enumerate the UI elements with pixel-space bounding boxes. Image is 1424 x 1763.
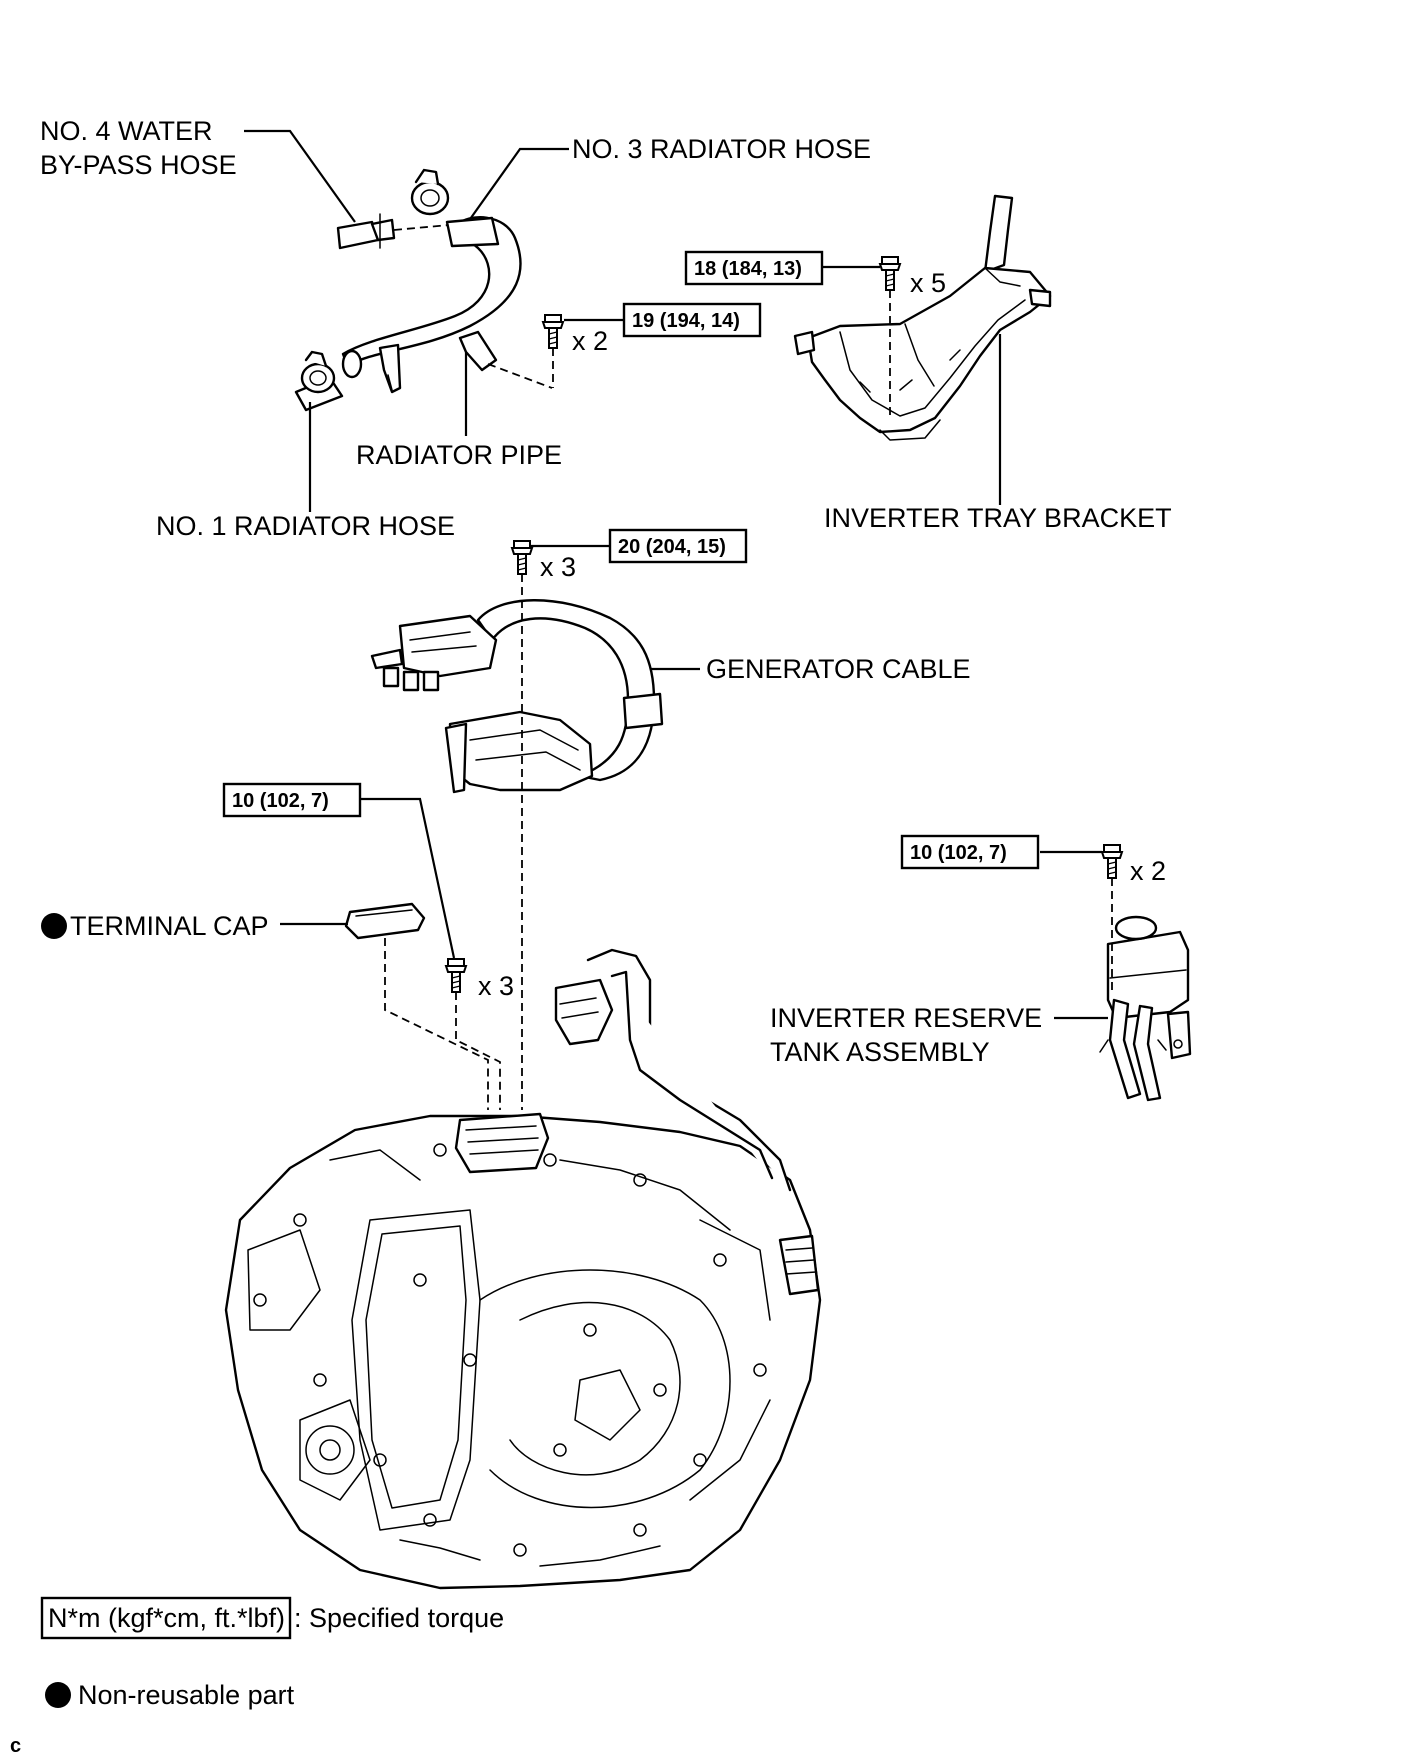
torque-box-inverter-bracket: 18 (184, 13) — [684, 250, 824, 286]
label-no3-radiator-hose: NO. 3 RADIATOR HOSE — [467, 134, 871, 223]
svg-text:x 2: x 2 — [1130, 856, 1166, 886]
svg-text:20 (204, 15): 20 (204, 15) — [618, 536, 726, 558]
svg-text:BY-PASS HOSE: BY-PASS HOSE — [40, 150, 237, 180]
svg-text:RADIATOR PIPE: RADIATOR PIPE — [356, 440, 562, 470]
label-generator-cable: GENERATOR CABLE — [650, 654, 971, 684]
label-radiator-pipe: RADIATOR PIPE — [356, 352, 562, 470]
label-inverter-reserve-tank: INVERTER RESERVE TANK ASSEMBLY — [770, 1003, 1108, 1067]
svg-text:GENERATOR CABLE: GENERATOR CABLE — [706, 654, 971, 684]
svg-text:: Specified torque: : Specified torque — [294, 1603, 504, 1633]
svg-text:18 (184, 13): 18 (184, 13) — [694, 258, 802, 280]
svg-text:TANK ASSEMBLY: TANK ASSEMBLY — [770, 1037, 990, 1067]
generator-cable — [370, 599, 664, 794]
svg-text:INVERTER TRAY BRACKET: INVERTER TRAY BRACKET — [824, 503, 1172, 533]
label-inverter-tray-bracket: INVERTER TRAY BRACKET — [824, 334, 1172, 533]
svg-text:NO. 4 WATER: NO. 4 WATER — [40, 116, 213, 146]
transaxle-bolt-heads — [253, 1143, 767, 1557]
inverter-bracket-bolt: x 5 — [822, 256, 946, 298]
no4-water-bypass-hose — [336, 213, 461, 250]
corner-mark: c — [10, 1735, 21, 1757]
svg-text:10 (102, 7): 10 (102, 7) — [910, 842, 1007, 864]
terminal-cap — [344, 902, 489, 1110]
reserve-tank-bolt: x 2 — [1040, 844, 1166, 886]
label-no4-water-bypass-hose: NO. 4 WATER BY-PASS HOSE — [40, 116, 356, 223]
inverter-tray-bracket — [793, 194, 1052, 441]
terminal-cap-bolt: x 3 — [360, 797, 514, 1110]
radiator-pipe-bolt: x 2 — [542, 314, 624, 388]
svg-text:TERMINAL CAP: TERMINAL CAP — [70, 911, 269, 941]
svg-text:19 (194, 14): 19 (194, 14) — [632, 310, 740, 332]
torque-box-terminal-cap: 10 (102, 7) — [222, 782, 362, 818]
svg-text:x 5: x 5 — [910, 268, 946, 298]
non-reusable-marker-icon — [41, 913, 67, 939]
torque-box-radiator-pipe: 19 (194, 14) — [622, 302, 762, 338]
legend: N*m (kgf*cm, ft.*lbf) : Specified torque… — [40, 1596, 504, 1710]
svg-text:Non-reusable part: Non-reusable part — [78, 1680, 295, 1710]
no1-radiator-hose — [294, 350, 344, 412]
radiator-pipe — [341, 216, 553, 394]
label-no1-radiator-hose: NO. 1 RADIATOR HOSE — [156, 402, 455, 541]
svg-text:NO. 1 RADIATOR HOSE: NO. 1 RADIATOR HOSE — [156, 511, 455, 541]
svg-text:x 3: x 3 — [540, 552, 576, 582]
transaxle-assembly — [224, 948, 822, 1590]
svg-text:x 2: x 2 — [572, 326, 608, 356]
torque-box-generator-cable: 20 (204, 15) — [608, 528, 748, 564]
svg-text:10 (102, 7): 10 (102, 7) — [232, 790, 329, 812]
svg-text:INVERTER RESERVE: INVERTER RESERVE — [770, 1003, 1042, 1033]
inverter-reserve-tank — [1099, 878, 1192, 1102]
legend-non-reusable-icon — [45, 1682, 71, 1708]
legend-torque-box — [40, 1596, 292, 1640]
no3-radiator-hose-clamp — [410, 168, 450, 216]
svg-text:N*m (kgf*cm, ft.*lbf): N*m (kgf*cm, ft.*lbf) — [48, 1603, 285, 1633]
torque-box-reserve-tank: 10 (102, 7) — [900, 834, 1040, 870]
svg-text:x 3: x 3 — [478, 971, 514, 1001]
svg-text:NO. 3 RADIATOR HOSE: NO. 3 RADIATOR HOSE — [572, 134, 871, 164]
generator-cable-bolt: x 3 — [511, 540, 610, 1110]
label-terminal-cap: TERMINAL CAP — [41, 911, 348, 941]
